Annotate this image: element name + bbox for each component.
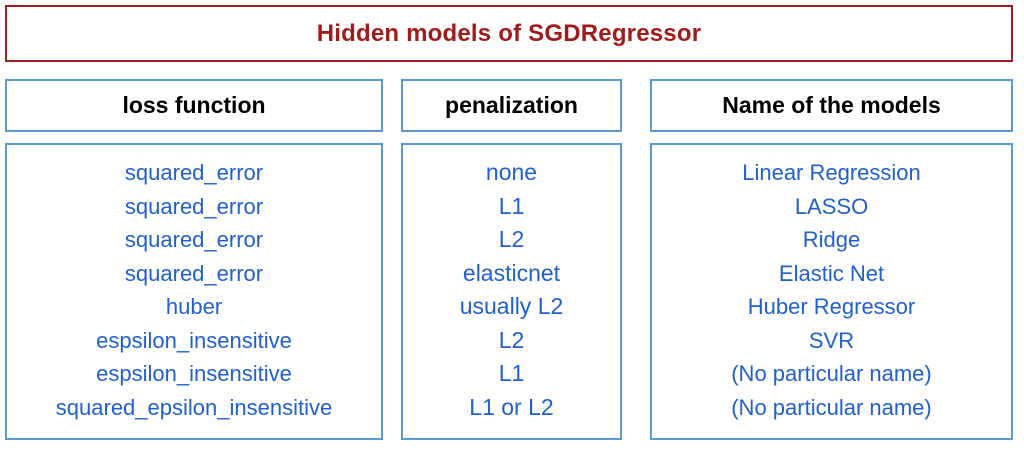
list-item: squared_error: [124, 193, 264, 219]
list-item: Linear Regression: [742, 160, 921, 185]
column-header-label: penalization: [445, 92, 578, 118]
list-item: L1: [498, 192, 525, 219]
list-item: squared_error: [124, 160, 264, 185]
column-header-loss-function: loss function: [5, 79, 383, 132]
list-item: huber: [165, 294, 223, 319]
column-body-penalization: none L1 L2 elasticnet usually L2 L2 L1 L…: [401, 143, 622, 440]
table-column-loss-function: loss function squared_error squared_erro…: [5, 79, 383, 451]
table-column-model-names: Name of the models Linear Regression LAS…: [650, 79, 1013, 451]
list-item: squared_error: [124, 227, 264, 252]
list-item: espsilon_insensitive: [96, 361, 292, 386]
list-item: elasticnet: [462, 259, 561, 286]
list-item: SVR: [808, 327, 855, 353]
list-item: (No particular name): [731, 394, 932, 420]
column-header-model-names: Name of the models: [650, 79, 1013, 132]
list-item: Elastic Net: [778, 260, 885, 286]
column-body-loss-function: squared_error squared_error squared_erro…: [5, 143, 383, 440]
comparison-table: loss function squared_error squared_erro…: [0, 79, 1024, 451]
list-item: L1: [498, 360, 525, 386]
list-item: (No particular name): [731, 361, 932, 386]
list-item: Huber Regressor: [747, 294, 916, 319]
list-item: espsilon_insensitive: [96, 327, 292, 353]
column-header-label: loss function: [122, 92, 266, 118]
page-title: Hidden models of SGDRegressor: [316, 19, 702, 47]
table-column-penalization: penalization none L1 L2 elasticnet usual…: [401, 79, 622, 451]
list-item: squared_error: [124, 260, 264, 286]
column-body-model-names: Linear Regression LASSO Ridge Elastic Ne…: [650, 143, 1013, 440]
title-banner: Hidden models of SGDRegressor: [5, 5, 1013, 62]
list-item: L2: [498, 226, 525, 252]
list-item: none: [485, 159, 538, 185]
column-header-penalization: penalization: [401, 79, 622, 132]
list-item: usually L2: [459, 293, 564, 319]
list-item: L1 or L2: [469, 393, 554, 420]
list-item: L2: [498, 326, 525, 353]
list-item: Ridge: [802, 227, 861, 252]
list-item: squared_epsilon_insensitive: [55, 394, 333, 420]
column-header-label: Name of the models: [722, 92, 941, 118]
list-item: LASSO: [794, 193, 869, 219]
